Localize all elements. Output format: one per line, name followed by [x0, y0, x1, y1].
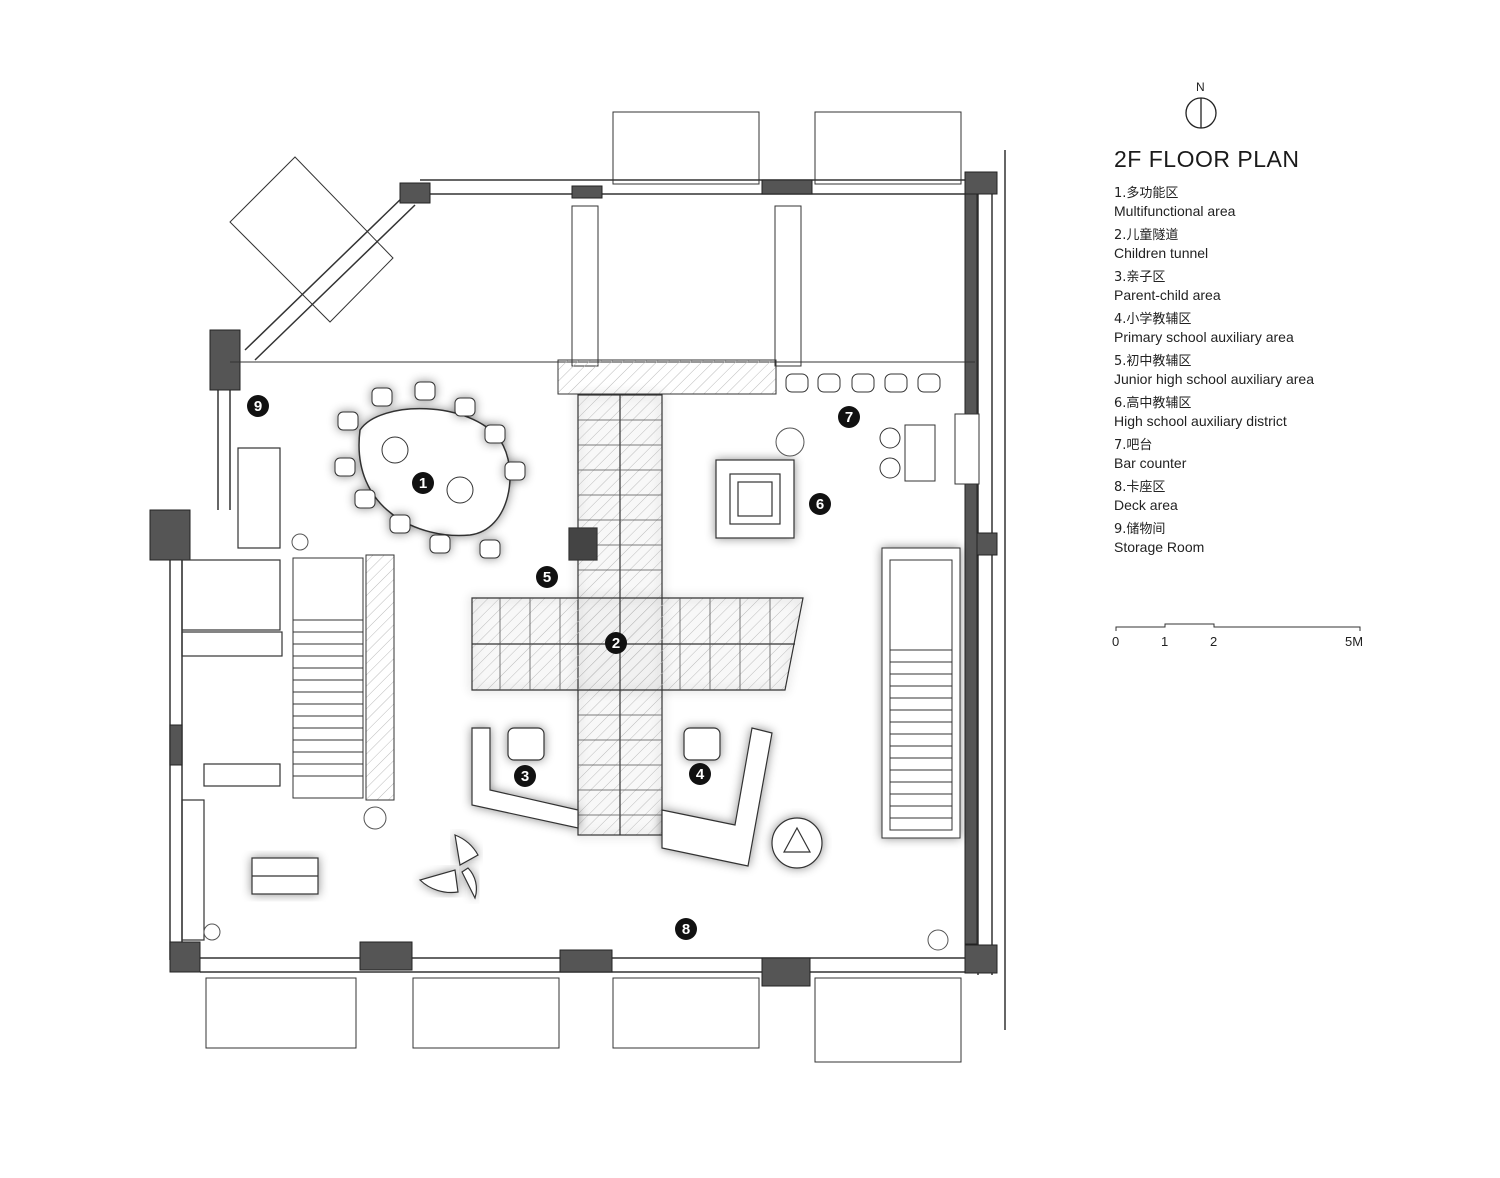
- legend-zh: 9.储物间: [1114, 522, 1166, 537]
- legend-item: 3.亲子区 Parent-child area: [1114, 270, 1414, 304]
- legend-en: Parent-child area: [1114, 287, 1221, 303]
- legend-en: Deck area: [1114, 497, 1178, 513]
- plants: [203, 427, 949, 951]
- high-school-display: [715, 459, 795, 539]
- legend-item: 1.多功能区 Multifunctional area: [1114, 186, 1414, 220]
- legend: 2F FLOOR PLAN 1.多功能区 Multifunctional are…: [1114, 146, 1414, 564]
- svg-text:2: 2: [612, 635, 620, 652]
- window-bays-top: [229, 111, 962, 323]
- legend-zh: 8.卡座区: [1114, 480, 1166, 495]
- legend-item: 5.初中教辅区 Junior high school auxiliary are…: [1114, 354, 1414, 388]
- legend-zh: 4.小学教辅区: [1114, 312, 1192, 327]
- legend-zh: 2.儿童隧道: [1114, 228, 1179, 243]
- bar-counter: [557, 359, 980, 485]
- wall-columns: [149, 171, 998, 987]
- legend-item: 9.储物间 Storage Room: [1114, 522, 1414, 556]
- legend-en: Children tunnel: [1114, 245, 1209, 261]
- legend-item: 8.卡座区 Deck area: [1114, 480, 1414, 514]
- svg-text:9: 9: [254, 398, 262, 415]
- legend-zh: 5.初中教辅区: [1114, 354, 1192, 369]
- staircase-right: [881, 547, 961, 839]
- legend-item: 6.高中教辅区 High school auxiliary district: [1114, 396, 1414, 430]
- scale-label: 2: [1210, 634, 1218, 649]
- svg-text:7: 7: [845, 409, 853, 426]
- legend-item: 2.儿童隧道 Children tunnel: [1114, 228, 1414, 262]
- legend-en: High school auxiliary district: [1114, 413, 1287, 429]
- north-arrow-icon: [1185, 97, 1217, 129]
- scale-bar: [1115, 623, 1361, 631]
- window-bays-bottom: [205, 977, 962, 1063]
- deck-furniture: [251, 817, 823, 900]
- north-label: N: [1196, 80, 1205, 94]
- legend-item: 4.小学教辅区 Primary school auxiliary area: [1114, 312, 1414, 346]
- children-tunnel: [471, 394, 804, 836]
- scale-label: 1: [1161, 634, 1169, 649]
- svg-text:1: 1: [419, 475, 427, 492]
- storage-room: [181, 447, 283, 941]
- legend-zh: 6.高中教辅区: [1114, 396, 1192, 411]
- legend-en: Multifunctional area: [1114, 203, 1236, 219]
- svg-text:5: 5: [543, 569, 551, 586]
- parent-child-walls: [471, 727, 773, 867]
- scale-label: 5M: [1345, 634, 1364, 649]
- staircase-left: [292, 554, 395, 801]
- plan-title: 2F FLOOR PLAN: [1114, 146, 1300, 172]
- scale-label: 0: [1112, 634, 1120, 649]
- legend-zh: 7.吧台: [1114, 438, 1153, 453]
- svg-text:4: 4: [696, 766, 705, 783]
- svg-text:8: 8: [682, 921, 690, 938]
- legend-en: Storage Room: [1114, 539, 1205, 555]
- legend-en: Primary school auxiliary area: [1114, 329, 1294, 345]
- legend-zh: 3.亲子区: [1114, 270, 1166, 285]
- legend-en: Bar counter: [1114, 455, 1187, 471]
- legend-item: 7.吧台 Bar counter: [1114, 438, 1414, 472]
- legend-zh: 1.多功能区: [1114, 186, 1179, 201]
- svg-text:3: 3: [521, 768, 529, 785]
- svg-text:6: 6: [816, 496, 824, 513]
- area-markers: 1 2 3 4 5 6 7 8 9: [247, 395, 860, 940]
- meeting-table: [334, 381, 526, 559]
- interior-columns: [230, 205, 975, 367]
- legend-en: Junior high school auxiliary area: [1114, 371, 1314, 387]
